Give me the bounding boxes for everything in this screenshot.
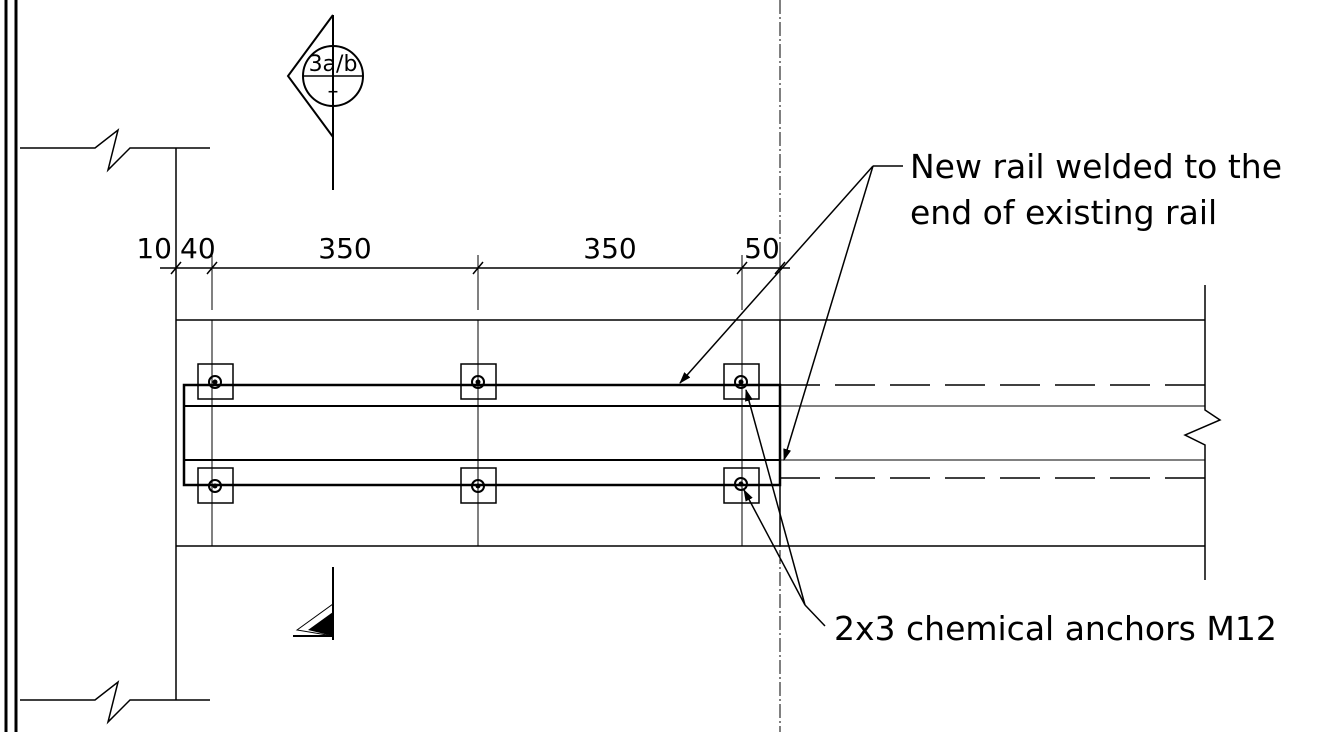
dimension-50: 50 [744, 232, 780, 265]
anchor-top-1 [197, 363, 234, 400]
weld-symbol [293, 567, 334, 640]
anchor-bottom-2 [460, 467, 497, 504]
section-reference: 3a/b [309, 52, 358, 77]
left-wall [4, 0, 18, 732]
leader-anchors [743, 389, 826, 627]
new-rail [182, 383, 782, 487]
dimension-350-first: 350 [318, 232, 371, 265]
anchor-top-3 [723, 363, 760, 400]
anchor-top-2 [460, 363, 497, 400]
existing-rail [780, 384, 1205, 479]
base-plate [176, 319, 1205, 547]
note-anchors: 2x3 chemical anchors M12 [834, 609, 1277, 648]
dimension-line [160, 255, 790, 320]
anchor-bottom-3 [723, 467, 760, 504]
section-marker [286, 14, 364, 190]
note-rail-line1: New rail welded to the [910, 147, 1282, 186]
section-sheet: – [328, 79, 339, 104]
leader-rail [679, 165, 903, 461]
break-lines [20, 128, 1222, 725]
dimension-350-second: 350 [583, 232, 636, 265]
dimension-40: 40 [180, 232, 216, 265]
note-rail-line2: end of existing rail [910, 193, 1217, 232]
anchor-bottom-1 [197, 467, 234, 504]
dimension-10: 10 [136, 232, 172, 265]
